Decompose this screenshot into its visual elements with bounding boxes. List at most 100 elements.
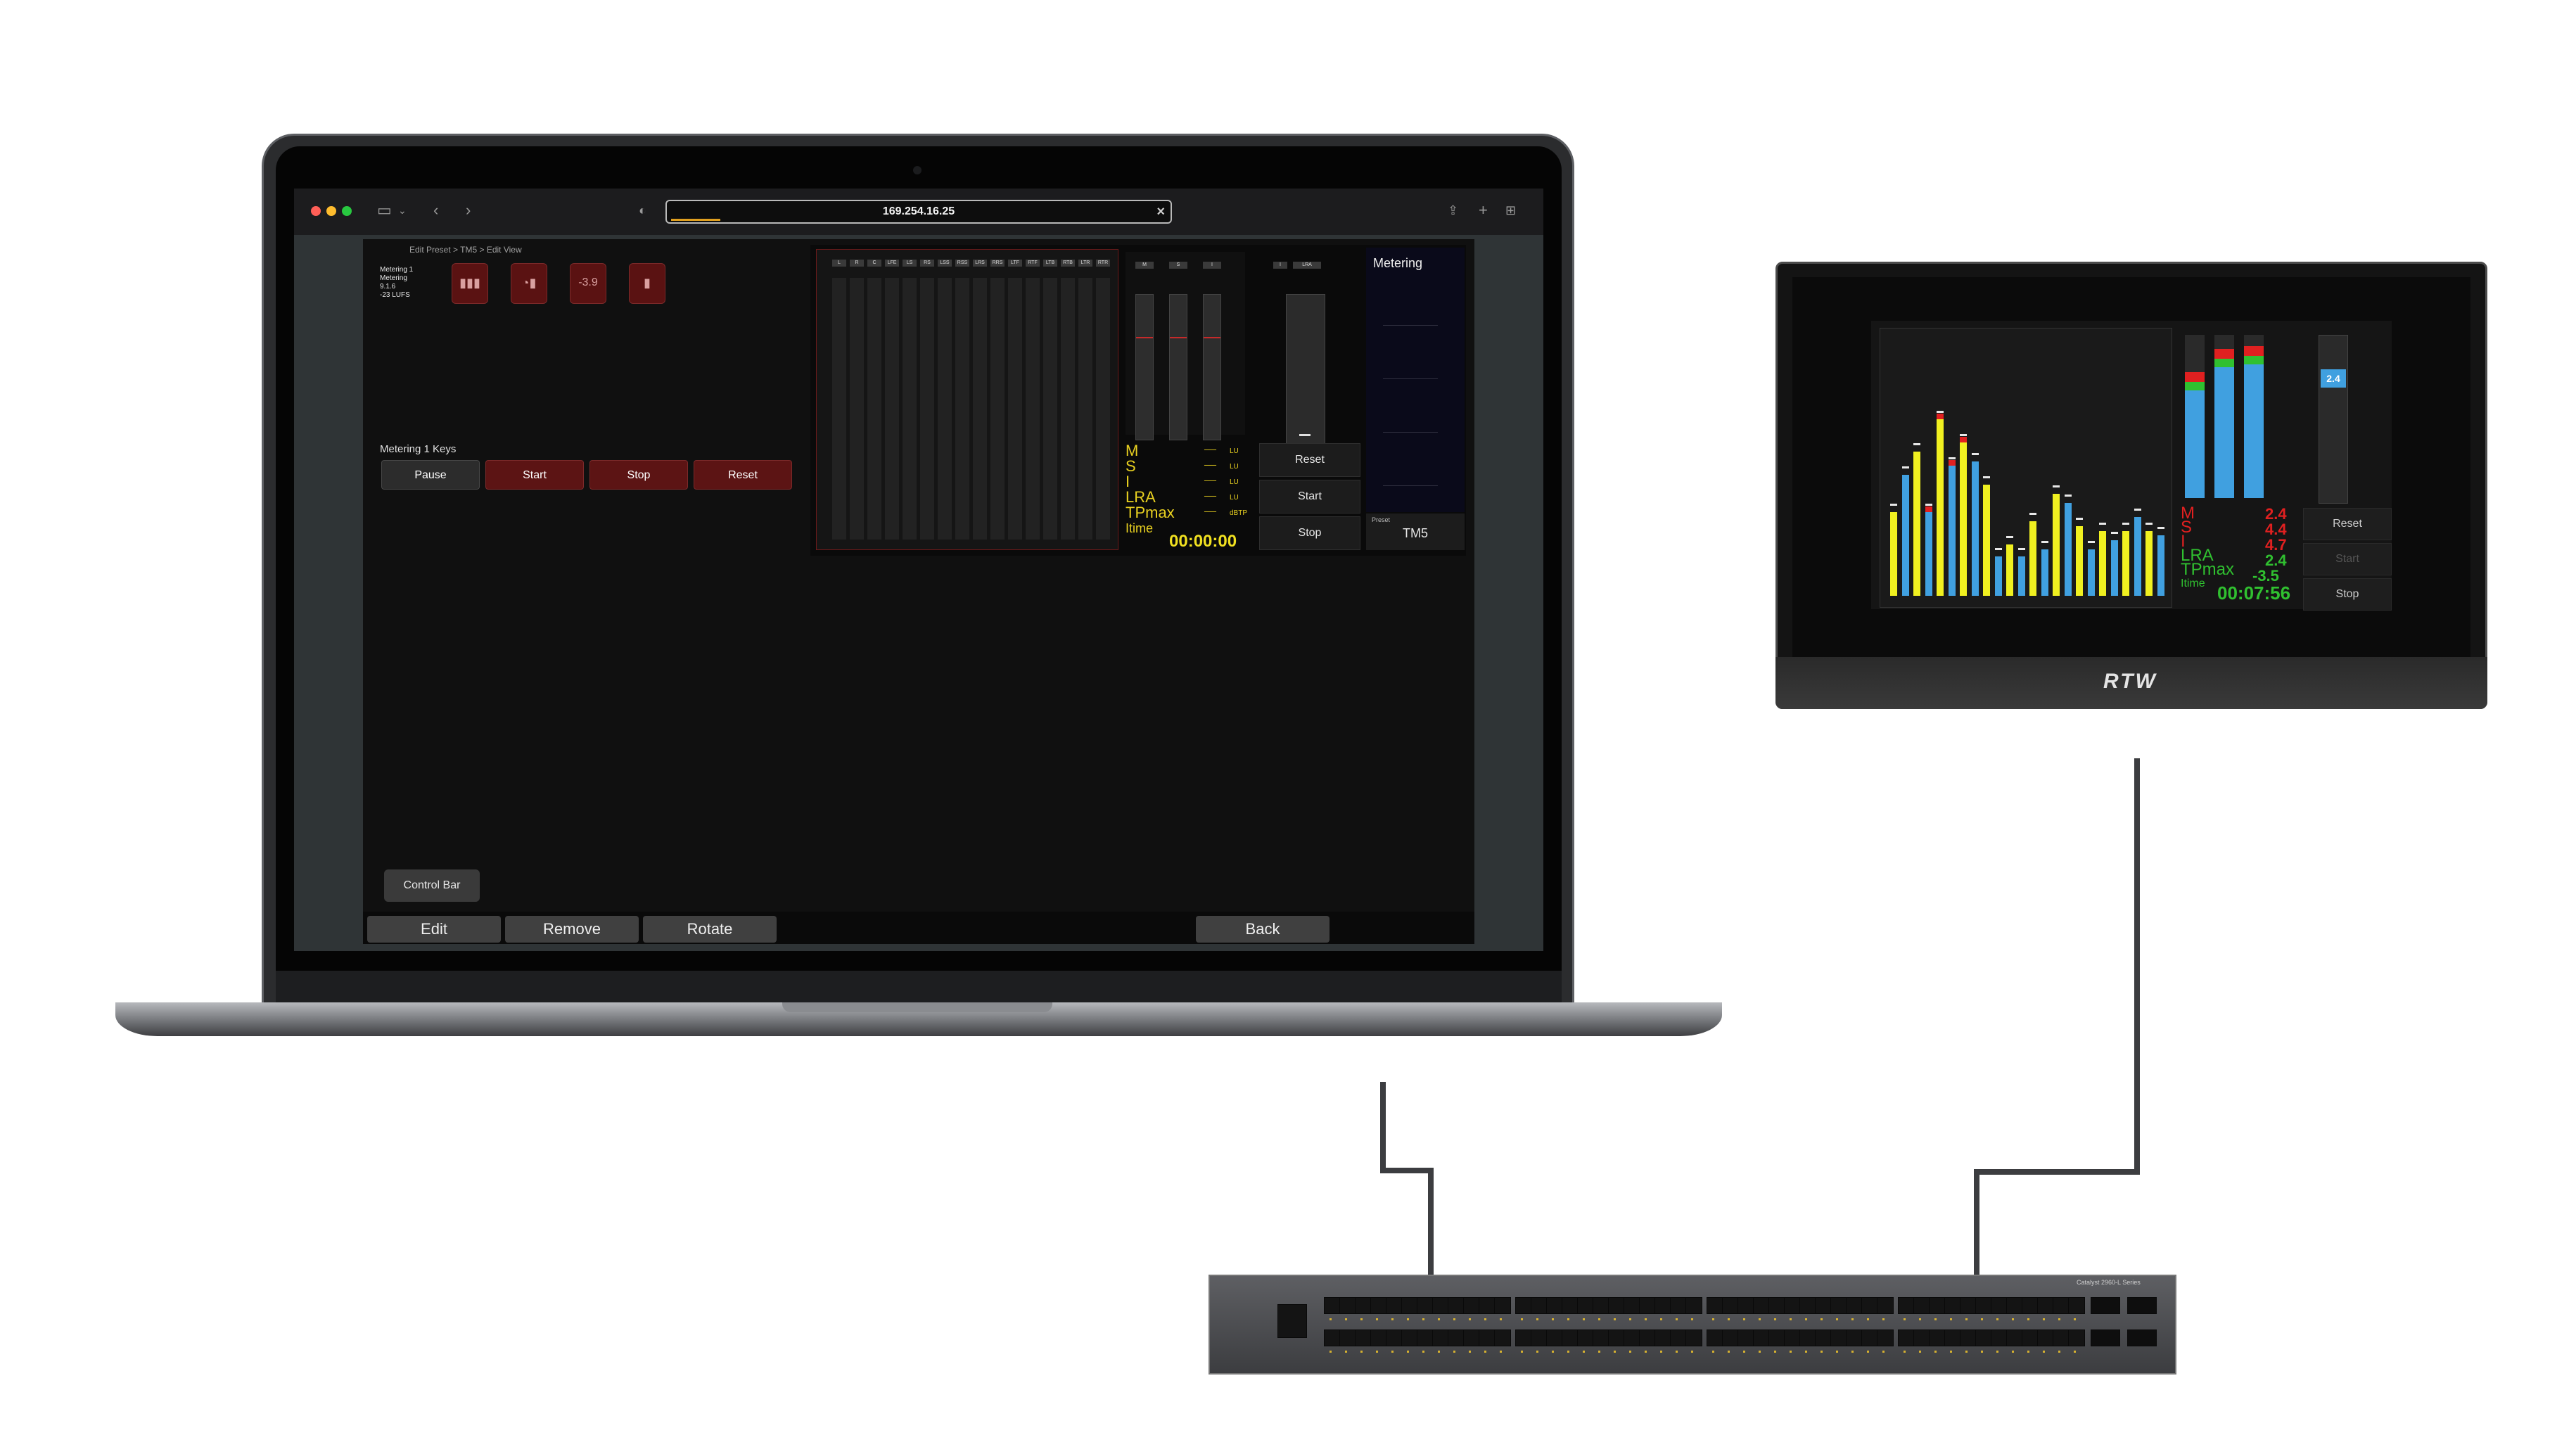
channel-head: LTR [1078,260,1092,267]
port-led [1919,1318,1921,1320]
true-peak-icon[interactable]: ▮ [629,263,665,304]
ethernet-port [1494,1329,1511,1346]
ethernet-port [1846,1297,1863,1314]
peak-hold-tick [2157,527,2164,529]
loudness-over-zone [2244,346,2264,356]
readout-label: I [1126,473,1130,490]
ethernet-port [1432,1329,1449,1346]
loudness-meter-icon[interactable]: ◔▮ [511,263,547,304]
port-led [2043,1318,2045,1320]
device-stop-button[interactable]: Stop [2303,578,2392,611]
close-window-icon[interactable] [311,206,321,216]
loudness-fill [2185,381,2205,498]
control-bar-button[interactable]: Control Bar [384,869,480,902]
level-bar [2076,526,2083,596]
back-button[interactable]: Back [1196,916,1330,943]
shield-icon[interactable]: ◐ [639,203,646,217]
minimize-window-icon[interactable] [326,206,336,216]
ethernet-port [1593,1297,1609,1314]
ethernet-port [1975,1297,1992,1314]
port-led [1759,1351,1761,1353]
bar-meter-icon[interactable]: ▮▮▮ [452,263,488,304]
ethernet-port [1670,1329,1687,1346]
readout-label: TPmax [1126,504,1175,521]
reset-button[interactable]: Reset [694,460,792,490]
forward-arrow-icon[interactable]: › [466,201,471,219]
lra-meter[interactable]: I LRA [1258,252,1349,445]
url-bar[interactable]: 169.254.16.25 × [665,200,1172,224]
port-led [1598,1318,1600,1320]
chevron-down-icon[interactable]: ⌄ [398,205,407,216]
ethernet-port [1815,1297,1832,1314]
plus-icon[interactable]: + [1479,201,1488,219]
channel-head: LSS [938,260,952,267]
ethernet-port [1577,1297,1594,1314]
edit-button[interactable]: Edit [367,916,501,943]
ethernet-port [1386,1329,1403,1346]
ethernet-port [1463,1329,1480,1346]
channel-bar [955,278,969,540]
channel-bar [850,278,864,540]
ethernet-port [1991,1297,2008,1314]
level-bar [2134,517,2141,596]
port-led [2012,1318,2014,1320]
port-led [1469,1318,1471,1320]
ethernet-port [1654,1297,1671,1314]
channel-bar [990,278,1005,540]
device-screen: 2.4 M S I LRA TPmax Itime 2.4 4.4 4.7 2.… [1871,321,2392,611]
port-led [1583,1351,1585,1353]
port-led [2027,1318,2029,1320]
loudness-head: M [1135,262,1154,269]
readout-unit: dBTP [1230,509,1248,517]
port-led [2027,1351,2029,1353]
preview-reset-button[interactable]: Reset [1259,443,1360,477]
lra-head: LRA [1293,262,1321,269]
start-button[interactable]: Start [485,460,584,490]
share-icon[interactable]: ⇪ [1448,203,1459,217]
ethernet-port [1846,1329,1863,1346]
channel-head: RTB [1061,260,1075,267]
device-start-button[interactable]: Start [2303,543,2392,575]
rotate-button[interactable]: Rotate [643,916,777,943]
preset-indicator[interactable]: Preset TM5 [1366,514,1465,550]
ethernet-port [1707,1329,1723,1346]
device-readout-label: Itime [2181,578,2205,589]
port-led [1614,1351,1616,1353]
preset-info-line: Metering 1 [380,266,414,274]
remove-button[interactable]: Remove [505,916,639,943]
back-arrow-icon[interactable]: ‹ [433,201,439,219]
port-led [1934,1318,1937,1320]
zoom-window-icon[interactable] [342,206,352,216]
network-cable [1974,1169,2140,1175]
pause-button[interactable]: Pause [381,460,480,490]
stop-button[interactable]: Stop [589,460,688,490]
level-bar [1890,512,1897,596]
ethernet-port [1401,1329,1418,1346]
port-led [1743,1351,1745,1353]
close-icon[interactable]: × [1156,204,1165,219]
preview-start-button[interactable]: Start [1259,480,1360,514]
tabs-overview-icon[interactable]: ⊞ [1505,203,1517,217]
loudness-value-icon[interactable]: -3.9 [570,263,606,304]
channel-bar [1008,278,1022,540]
port-led [1934,1351,1937,1353]
port-led [1484,1318,1486,1320]
port-led [1712,1351,1714,1353]
ethernet-port [1654,1329,1671,1346]
port-led [1981,1351,1983,1353]
peak-hold-tick [2122,523,2129,525]
ethernet-port [1432,1297,1449,1314]
url-text: 169.254.16.25 [882,205,955,217]
ethernet-port [1448,1297,1465,1314]
level-bar [1971,461,1979,596]
port-led [1552,1318,1554,1320]
port-led [1774,1318,1776,1320]
sidebar-toggle-icon[interactable]: ▭ [377,201,392,219]
preview-stop-button[interactable]: Stop [1259,516,1360,550]
peak-hold-tick [1994,548,2002,550]
loudness-bars[interactable]: M S I [1126,252,1245,440]
device-reset-button[interactable]: Reset [2303,508,2392,540]
peak-hold-tick [1925,504,1932,506]
port-led [1536,1318,1538,1320]
